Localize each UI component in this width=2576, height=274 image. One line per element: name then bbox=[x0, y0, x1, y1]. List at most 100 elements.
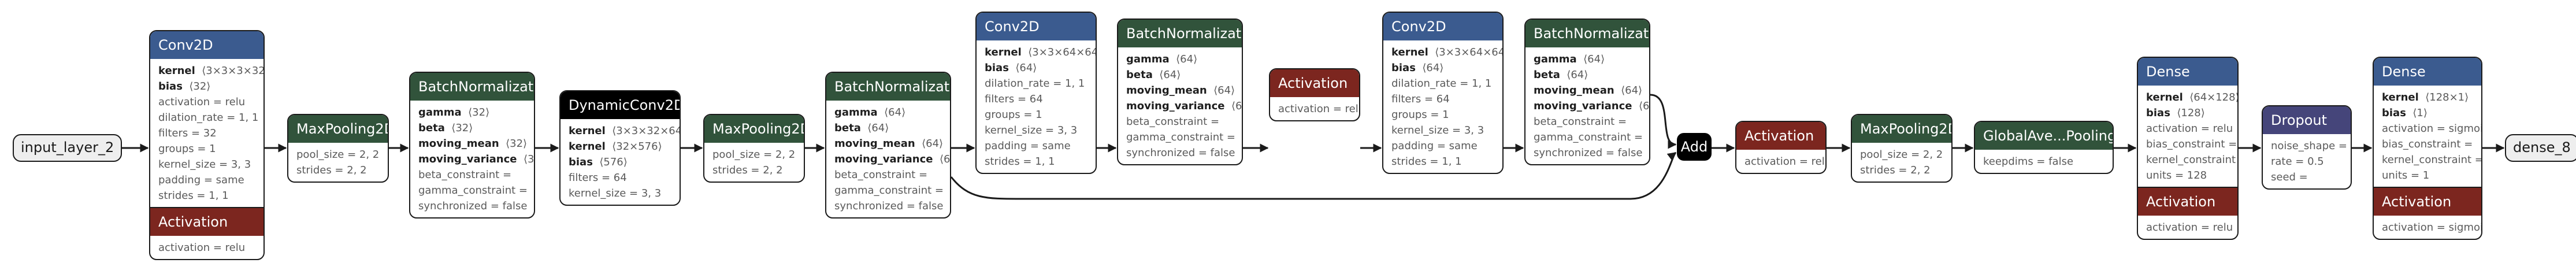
attribute-key: bias bbox=[569, 156, 593, 168]
attribute-row: activation = relu bbox=[2146, 121, 2233, 136]
attribute-param: activation = relu bbox=[1744, 155, 1827, 168]
attribute-row: strides = 1, 1 bbox=[985, 154, 1087, 169]
attribute-key: kernel bbox=[158, 65, 195, 77]
layer-title: DynamicConv2D bbox=[561, 91, 680, 119]
attribute-key: beta bbox=[1126, 69, 1153, 81]
attribute-row: kernel_constraint = bbox=[2382, 152, 2481, 168]
attribute-row: gamma_constraint = bbox=[418, 183, 528, 198]
attribute-param: groups = 1 bbox=[1391, 109, 1449, 121]
layer-title: BatchNormalization bbox=[826, 73, 950, 101]
attribute-row: dilation_rate = 1, 1 bbox=[985, 76, 1087, 91]
layer-attributes: kernel ⟨128×1⟩bias ⟨1⟩activation = sigmo… bbox=[2374, 86, 2481, 187]
attribute-key: beta bbox=[834, 122, 861, 134]
batchnormalization-node-4[interactable]: BatchNormalization gamma ⟨64⟩beta ⟨64⟩mov… bbox=[1524, 18, 1650, 165]
attribute-row: noise_shape = bbox=[2271, 138, 2347, 154]
attribute-param: kernel_size = 3, 3 bbox=[985, 124, 1078, 136]
attribute-param: bias_constraint = bbox=[2382, 138, 2473, 150]
edge-bn4-add bbox=[1650, 94, 1677, 149]
globalaveragepooling2d-node[interactable]: GlobalAve...Pooling2Dkeepdims = false bbox=[1974, 121, 2114, 174]
add-node[interactable]: Add bbox=[1677, 133, 1712, 161]
attribute-param: dilation_rate = 1, 1 bbox=[158, 112, 259, 124]
attribute-row: units = 128 bbox=[2146, 168, 2229, 183]
attribute-shape: ⟨64⟩ bbox=[1638, 100, 1650, 112]
attribute-param: dilation_rate = 1, 1 bbox=[985, 77, 1085, 90]
attribute-param: kernel_constraint = bbox=[2146, 154, 2239, 166]
attribute-key: kernel bbox=[985, 46, 1022, 58]
fused-activation-title: Activation bbox=[2374, 187, 2481, 216]
batchnormalization-node-1[interactable]: BatchNormalizationgamma ⟨32⟩beta ⟨32⟩mov… bbox=[409, 72, 535, 219]
attribute-param: pool_size = 2, 2 bbox=[712, 149, 796, 161]
attribute-shape: ⟨3×3×32×64⟩ bbox=[612, 125, 681, 137]
attribute-key: bias bbox=[2382, 107, 2406, 119]
attribute-row: moving_mean ⟨64⟩ bbox=[1534, 83, 1642, 98]
layer-attributes: gamma ⟨64⟩beta ⟨64⟩moving_mean ⟨64⟩movin… bbox=[1525, 47, 1649, 164]
attribute-row: groups = 1 bbox=[1391, 107, 1494, 123]
attribute-shape: ⟨3×3×3×32⟩ bbox=[202, 65, 265, 77]
attribute-param: filters = 32 bbox=[158, 127, 217, 139]
output-layer-node[interactable]: dense_8 bbox=[2505, 134, 2576, 162]
fused-activation-attributes: activation = relu bbox=[150, 236, 263, 259]
attribute-param: seed = bbox=[2271, 171, 2308, 183]
attribute-row: gamma ⟨64⟩ bbox=[1534, 51, 1641, 67]
attribute-row: gamma_constraint = bbox=[1126, 129, 1235, 145]
attribute-param: groups = 1 bbox=[158, 143, 216, 155]
attribute-row: bias ⟨576⟩ bbox=[569, 154, 671, 170]
attribute-row: moving_mean ⟨64⟩ bbox=[1126, 83, 1235, 98]
layer-attributes: pool_size = 2, 2 strides = 2, 2 bbox=[288, 143, 388, 182]
attribute-row: kernel_size = 3, 3 bbox=[1391, 123, 1494, 138]
attribute-key: moving_variance bbox=[834, 153, 933, 165]
layer-attributes: kernel ⟨64×128⟩bias ⟨128⟩activation = re… bbox=[2138, 86, 2237, 187]
attribute-shape: ⟨32⟩ bbox=[189, 80, 211, 92]
layer-title: Conv2D bbox=[1383, 13, 1502, 40]
attribute-key: bias bbox=[158, 80, 183, 92]
fused-activation: Activation activation = sigmoid bbox=[2374, 187, 2481, 239]
batchnormalization-node-2[interactable]: BatchNormalizationgamma ⟨64⟩beta ⟨64⟩mov… bbox=[825, 72, 951, 219]
attribute-param: strides = 2, 2 bbox=[1860, 164, 1931, 176]
attribute-row: activation = relu bbox=[158, 240, 255, 256]
attribute-row: activation = sigmoid bbox=[2382, 220, 2481, 235]
attribute-param: gamma_constraint = bbox=[834, 184, 944, 197]
attribute-param: strides = 2, 2 bbox=[296, 164, 367, 176]
attribute-row: pool_size = 2, 2 bbox=[296, 147, 380, 162]
attribute-key: bias bbox=[1391, 62, 1416, 74]
attribute-row: kernel ⟨128×1⟩ bbox=[2382, 90, 2473, 105]
input-layer-node[interactable]: input_layer_2 bbox=[13, 134, 123, 162]
attribute-row: bias ⟨64⟩ bbox=[985, 60, 1087, 76]
attribute-row: beta ⟨64⟩ bbox=[1534, 67, 1641, 83]
attribute-row: kernel_size = 3, 3 bbox=[985, 123, 1087, 138]
attribute-param: filters = 64 bbox=[985, 93, 1043, 105]
attribute-param: kernel_constraint = bbox=[2382, 154, 2482, 166]
attribute-key: kernel bbox=[569, 140, 606, 153]
attribute-row: bias ⟨32⟩ bbox=[158, 79, 255, 94]
attribute-shape: ⟨64⟩ bbox=[1231, 100, 1242, 112]
batchnormalization-node-3[interactable]: BatchNormalizationgamma ⟨64⟩beta ⟨64⟩mov… bbox=[1117, 18, 1243, 165]
attribute-row: units = 1 bbox=[2382, 168, 2473, 183]
attribute-param: activation = relu bbox=[1278, 103, 1360, 115]
attribute-key: kernel bbox=[2382, 91, 2419, 103]
attribute-row: kernel ⟨3×3×64×64⟩ bbox=[985, 45, 1096, 60]
attribute-row: kernel ⟨64×128⟩ bbox=[2146, 90, 2237, 105]
layer-title: BatchNormalization bbox=[1525, 20, 1649, 47]
attribute-param: pool_size = 2, 2 bbox=[296, 149, 380, 161]
layer-attributes: gamma ⟨32⟩beta ⟨32⟩moving_mean ⟨32⟩movin… bbox=[410, 101, 534, 217]
attribute-row: activation = relu bbox=[2146, 220, 2233, 235]
attribute-row: gamma ⟨32⟩ bbox=[418, 105, 526, 120]
attribute-row: dilation_rate = 1, 1 bbox=[158, 110, 259, 125]
attribute-key: moving_mean bbox=[418, 138, 499, 150]
attribute-row: kernel_size = 3, 3 bbox=[158, 157, 255, 172]
attribute-key: kernel bbox=[569, 125, 606, 137]
